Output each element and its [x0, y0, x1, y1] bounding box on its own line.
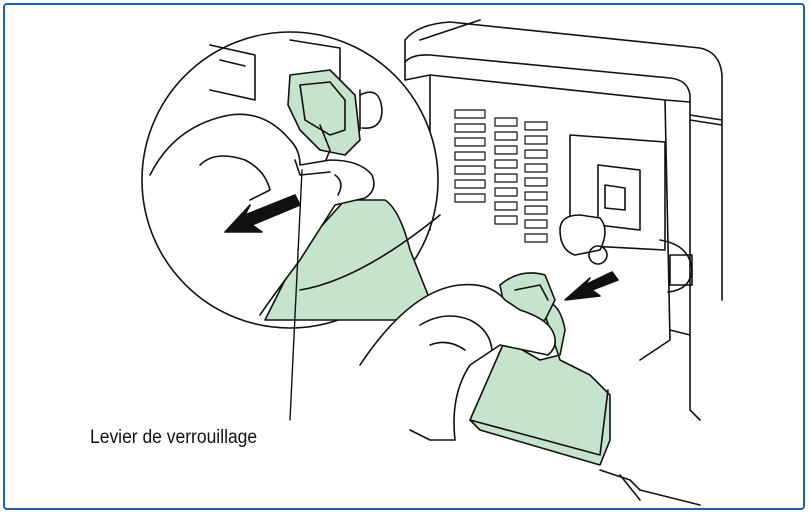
- magnified-view-circle: [141, 31, 444, 329]
- locking-lever-callout-label: Levier de verrouillage: [90, 427, 258, 448]
- printer-latch-mechanism: [559, 134, 693, 293]
- hand-holding-container: [359, 283, 556, 441]
- printer-body: [404, 19, 723, 506]
- magnify-connector: [299, 214, 441, 291]
- vent-grille: [454, 109, 548, 243]
- pull-direction-arrow: [564, 271, 619, 301]
- callout-leader-line: [289, 169, 303, 421]
